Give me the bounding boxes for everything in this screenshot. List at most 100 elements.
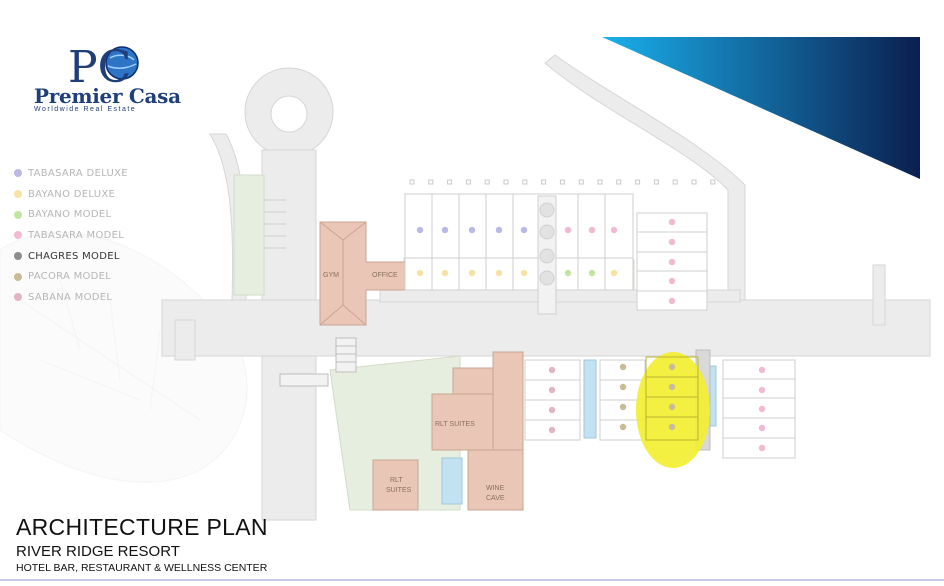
unit-marker — [468, 269, 476, 277]
lower-villa-markers — [548, 363, 766, 452]
unit-marker — [416, 226, 424, 234]
fence-marker — [578, 179, 584, 185]
legend-label: SABANA MODEL — [28, 291, 113, 303]
fence-marker — [616, 179, 622, 185]
unit-marker — [588, 269, 596, 277]
office-label: OFFICE — [372, 272, 398, 279]
rlt-suites-lower-label-2: SUITES — [386, 487, 412, 494]
unit-marker — [548, 426, 556, 434]
legend-item: TABASARA DELUXE — [14, 163, 164, 184]
unit-marker — [495, 226, 503, 234]
legend-item: BAYANO DELUXE — [14, 184, 164, 205]
unit-marker — [758, 366, 766, 374]
fence-markers — [409, 179, 716, 185]
unit-marker — [564, 226, 572, 234]
legend-item: SABANA MODEL — [14, 287, 164, 308]
legend-dot-icon — [14, 169, 22, 178]
legend-item: BAYANO MODEL — [14, 204, 164, 225]
upper-villa-markers — [416, 218, 676, 305]
fence-marker — [597, 179, 603, 185]
unit-marker — [668, 258, 676, 266]
fence-marker — [409, 179, 415, 185]
unit-marker — [619, 423, 627, 431]
unit-marker — [668, 423, 676, 431]
unit-marker — [468, 226, 476, 234]
unit-model-legend: TABASARA DELUXE BAYANO DELUXE BAYANO MODEL… — [14, 163, 164, 308]
fence-marker — [503, 179, 509, 185]
unit-marker — [668, 218, 676, 226]
legend-dot-icon — [14, 272, 22, 281]
page-title: ARCHITECTURE PLAN — [16, 514, 268, 540]
unit-marker — [668, 383, 676, 391]
corner-accent-banner — [602, 37, 920, 179]
rlt-suites-lower-label-1: RLT — [390, 477, 403, 484]
fence-marker — [653, 179, 659, 185]
rlt-suites-upper-label: RLT SUITES — [435, 421, 475, 428]
unit-marker — [668, 238, 676, 246]
unit-marker — [441, 269, 449, 277]
legend-label: PACORA MODEL — [28, 271, 112, 283]
fence-marker — [691, 179, 697, 185]
fence-marker — [559, 179, 565, 185]
unit-marker — [548, 366, 556, 374]
legend-dot-icon — [14, 252, 22, 261]
legend-dot-icon — [14, 293, 22, 302]
fence-marker — [484, 179, 490, 185]
leaf-watermark — [0, 232, 248, 483]
unit-marker — [758, 405, 766, 413]
unit-marker — [668, 403, 676, 411]
unit-marker — [668, 363, 676, 371]
fence-marker — [541, 179, 547, 185]
unit-marker — [610, 226, 618, 234]
legend-label: BAYANO DELUXE — [28, 188, 116, 200]
legend-label: TABASARA MODEL — [28, 229, 125, 241]
unit-marker — [758, 424, 766, 432]
unit-marker — [564, 269, 572, 277]
resort-name: RIVER RIDGE RESORT — [16, 543, 180, 560]
legend-item: TABASARA MODEL — [14, 225, 164, 246]
footer-divider — [0, 579, 944, 581]
wine-cave-label-2: CAVE — [486, 495, 505, 502]
fence-marker — [672, 179, 678, 185]
legend-dot-icon — [14, 210, 22, 219]
monogram-text: PC — [68, 42, 131, 93]
unit-marker — [416, 269, 424, 277]
unit-marker — [441, 226, 449, 234]
pc-monogram-icon: PC — [68, 42, 139, 93]
legend-label: BAYANO MODEL — [28, 209, 112, 221]
wine-cave-label-1: WINE — [486, 485, 505, 492]
premier-casa-logo: PC — [30, 34, 190, 116]
hotel-building — [372, 351, 524, 511]
courtyard-trees — [537, 195, 557, 315]
brand-tagline: Worldwide Real Estate — [34, 106, 137, 113]
resort-subtitle: HOTEL BAR, RESTAURANT & WELLNESS CENTER — [16, 562, 268, 574]
fence-marker — [428, 179, 434, 185]
highlighted-units — [645, 356, 699, 441]
gym-label: GYM — [323, 272, 339, 279]
unit-marker — [619, 363, 627, 371]
legend-item: CHAGRES MODEL — [14, 246, 164, 267]
legend-dot-icon — [14, 190, 22, 199]
unit-marker — [548, 386, 556, 394]
unit-marker — [520, 226, 528, 234]
fence-marker — [710, 179, 716, 185]
legend-label: TABASARA DELUXE — [28, 167, 128, 179]
fence-marker — [522, 179, 528, 185]
green-areas — [233, 174, 635, 511]
unit-marker — [619, 383, 627, 391]
fence-marker — [447, 179, 453, 185]
title-block: ARCHITECTURE PLAN RIVER RIDGE RESORT HOT… — [16, 514, 268, 575]
brand-name: Premier Casa — [34, 84, 181, 108]
unit-marker — [588, 226, 596, 234]
unit-marker — [520, 269, 528, 277]
unit-marker — [758, 386, 766, 394]
fence-marker — [465, 179, 471, 185]
legend-item: PACORA MODEL — [14, 266, 164, 287]
unit-marker — [610, 269, 618, 277]
parking-left — [264, 199, 286, 249]
unit-marker — [619, 403, 627, 411]
unit-marker — [668, 297, 676, 305]
unit-marker — [495, 269, 503, 277]
legend-dot-icon — [14, 231, 22, 240]
